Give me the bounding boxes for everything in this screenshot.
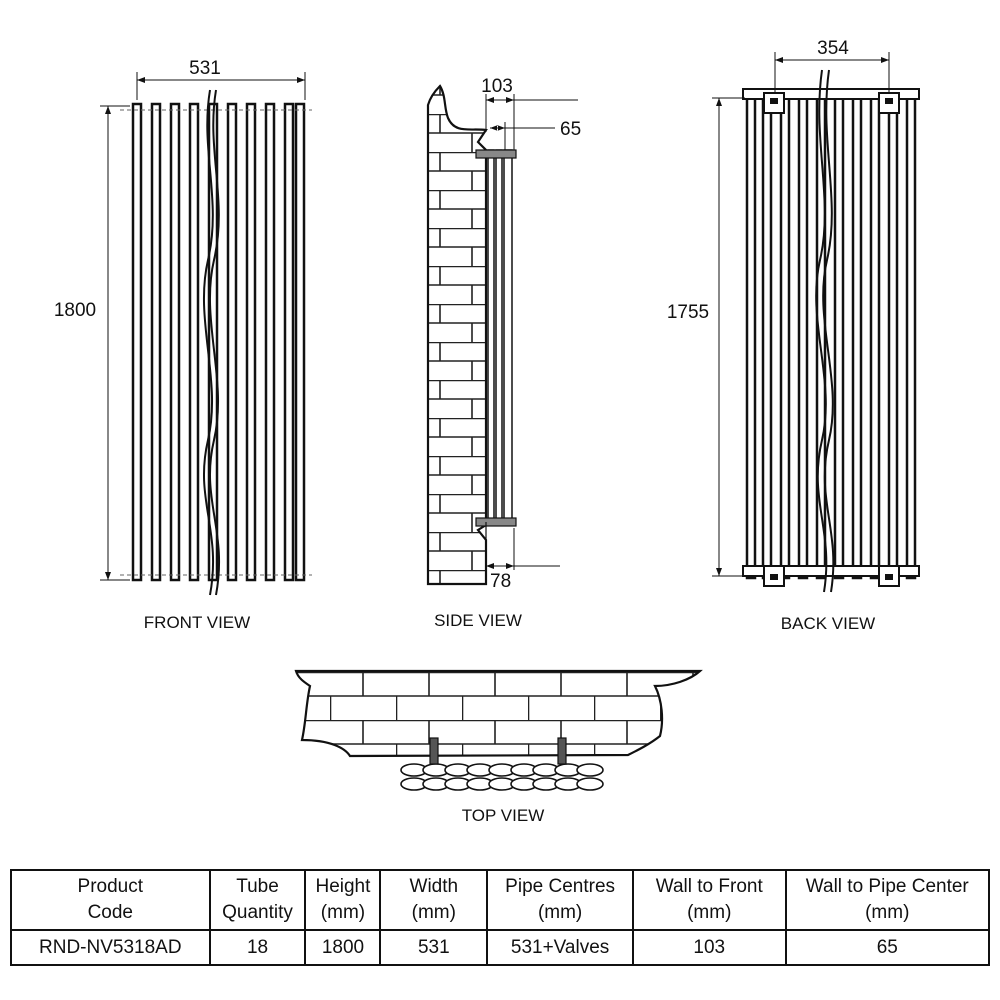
header-height: Height(mm): [304, 869, 382, 931]
back-break-line: [815, 69, 828, 593]
front-height-label: 1800: [54, 300, 96, 321]
side-wall: [426, 84, 488, 586]
side-depth-label: 103: [481, 76, 513, 97]
header-width: Width(mm): [379, 869, 489, 931]
back-view-caption: BACK VIEW: [781, 614, 875, 633]
side-bottom-label: 78: [490, 571, 511, 592]
back-view: 354 1755 BACK VIEW: [667, 38, 920, 633]
technical-drawing: 531 1800 FRONT VIEW 103 65 78 SIDE VIEW: [54, 38, 920, 825]
side-view-caption: SIDE VIEW: [434, 611, 522, 630]
cell-wall-to-pipe-center: 65: [784, 929, 991, 966]
back-bracket-label: 354: [817, 38, 849, 59]
header-wall-to-front: Wall to Front(mm): [632, 869, 787, 931]
top-view: TOP VIEW: [294, 669, 703, 825]
top-tubes: [400, 763, 604, 791]
front-view: 531 1800 FRONT VIEW: [54, 58, 312, 632]
front-width-label: 531: [189, 58, 221, 79]
cell-width: 531: [379, 929, 489, 966]
top-view-caption: TOP VIEW: [462, 806, 545, 825]
cell-product-code: RND-NV5318AD: [10, 929, 211, 966]
side-view: 103 65 78 SIDE VIEW: [426, 76, 581, 630]
side-pipe-label: 65: [560, 119, 581, 140]
back-brackets: [763, 92, 900, 587]
front-view-caption: FRONT VIEW: [144, 613, 250, 632]
break-line: [202, 89, 214, 596]
back-tubes: [745, 88, 917, 580]
table-row: RND-NV5318AD 18 1800 531 531+Valves 103 …: [10, 929, 991, 966]
header-pipe-centres: Pipe Centres(mm): [486, 869, 634, 931]
front-tubes: [131, 102, 306, 582]
cell-wall-to-front: 103: [632, 929, 787, 966]
cell-tube-quantity: 18: [208, 929, 307, 966]
cell-height: 1800: [304, 929, 382, 966]
back-height-label: 1755: [667, 302, 709, 323]
header-wall-to-pipe-center: Wall to Pipe Center(mm): [784, 869, 991, 931]
top-wall: [294, 669, 703, 758]
cell-pipe-centres: 531+Valves: [486, 929, 634, 966]
